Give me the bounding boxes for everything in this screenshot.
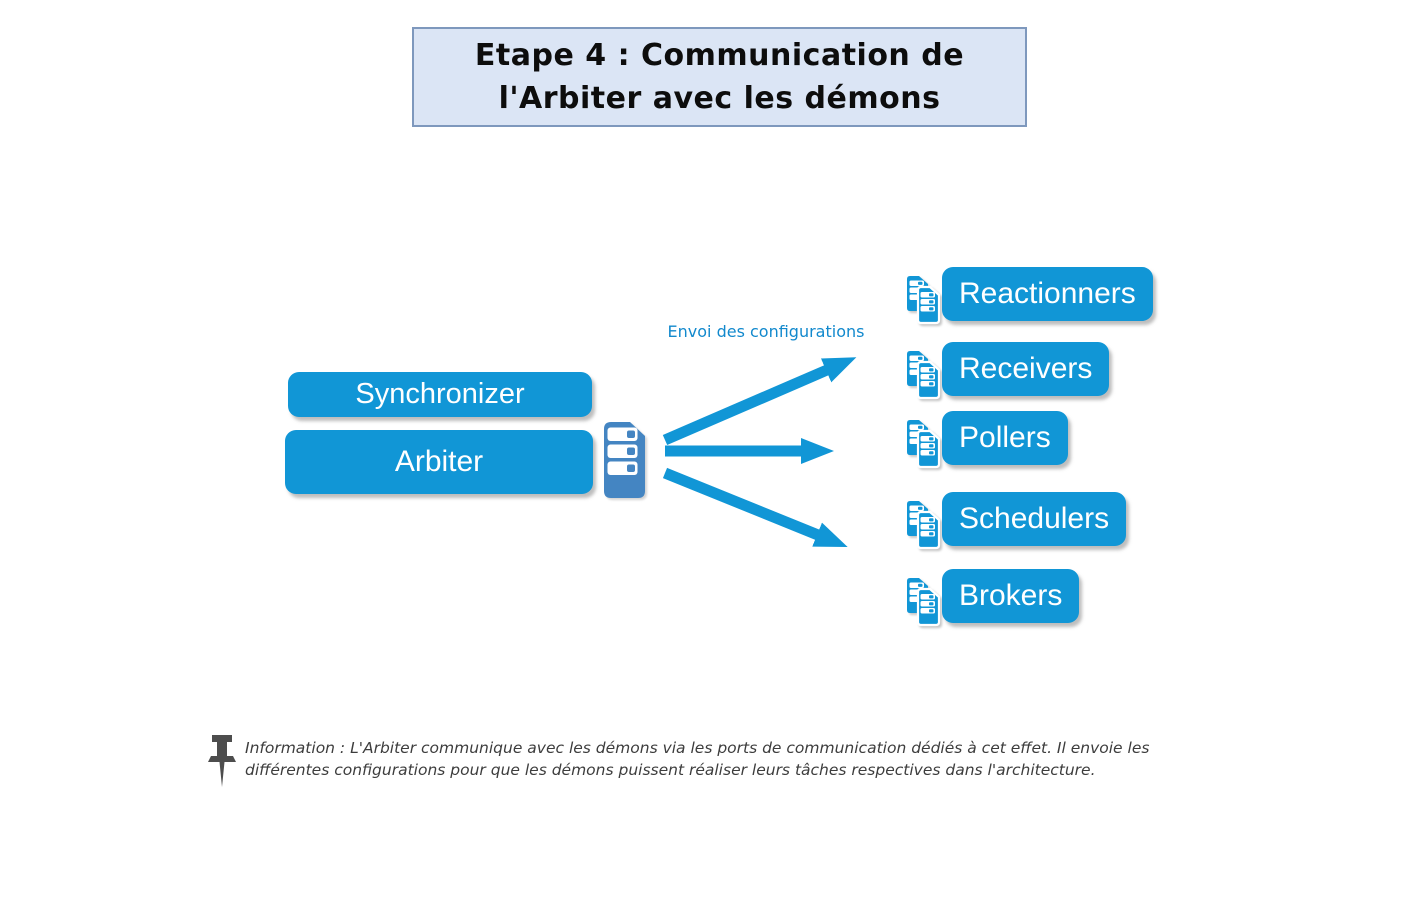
daemon-row-reactionners: Reactionners: [904, 267, 1153, 325]
node-arbiter-label: Arbiter: [394, 445, 484, 478]
daemon-docs-icon: [904, 419, 942, 469]
node-synchronizer-label: Synchronizer: [355, 378, 525, 410]
arrow-down: [662, 467, 848, 548]
title-line-1: Etape 4 : Communication de: [474, 38, 965, 73]
server-tower-icon: [602, 421, 646, 499]
info-note-line-2: différentes configurations pour que les …: [245, 761, 1096, 779]
daemon-row-pollers: Pollers: [904, 411, 1068, 469]
pushpin-icon: [208, 735, 236, 789]
info-note-line-1: Information : L'Arbiter communique avec …: [245, 739, 1150, 757]
node-pollers-label: Pollers: [959, 421, 1051, 454]
node-receivers: Receivers: [942, 342, 1110, 396]
node-reactionners: Reactionners: [942, 267, 1153, 321]
config-send-label: Envoi des configurations: [667, 322, 865, 341]
info-note: Information : L'Arbiter communique avec …: [245, 737, 1149, 781]
node-pollers: Pollers: [942, 411, 1068, 465]
node-brokers: Brokers: [942, 569, 1080, 623]
node-receivers-label: Receivers: [959, 352, 1093, 385]
daemon-docs-icon: [904, 500, 942, 550]
node-brokers-label: Brokers: [959, 579, 1063, 612]
daemon-docs-icon: [904, 577, 942, 627]
arrow-up: [662, 357, 857, 446]
node-arbiter: Arbiter: [285, 430, 593, 494]
node-reactionners-label: Reactionners: [959, 277, 1136, 310]
title-line-2: l'Arbiter avec les démons: [498, 81, 941, 116]
daemon-row-receivers: Receivers: [904, 342, 1110, 400]
daemon-docs-icon: [904, 350, 942, 400]
daemon-row-brokers: Brokers: [904, 569, 1080, 627]
title: Etape 4 : Communication de l'Arbiter ave…: [412, 27, 1027, 127]
node-schedulers-label: Schedulers: [959, 502, 1110, 535]
daemon-docs-icon: [904, 275, 942, 325]
node-synchronizer: Synchronizer: [288, 372, 592, 417]
daemon-row-schedulers: Schedulers: [904, 492, 1127, 550]
node-schedulers: Schedulers: [942, 492, 1127, 546]
config-arrows: [662, 357, 857, 548]
